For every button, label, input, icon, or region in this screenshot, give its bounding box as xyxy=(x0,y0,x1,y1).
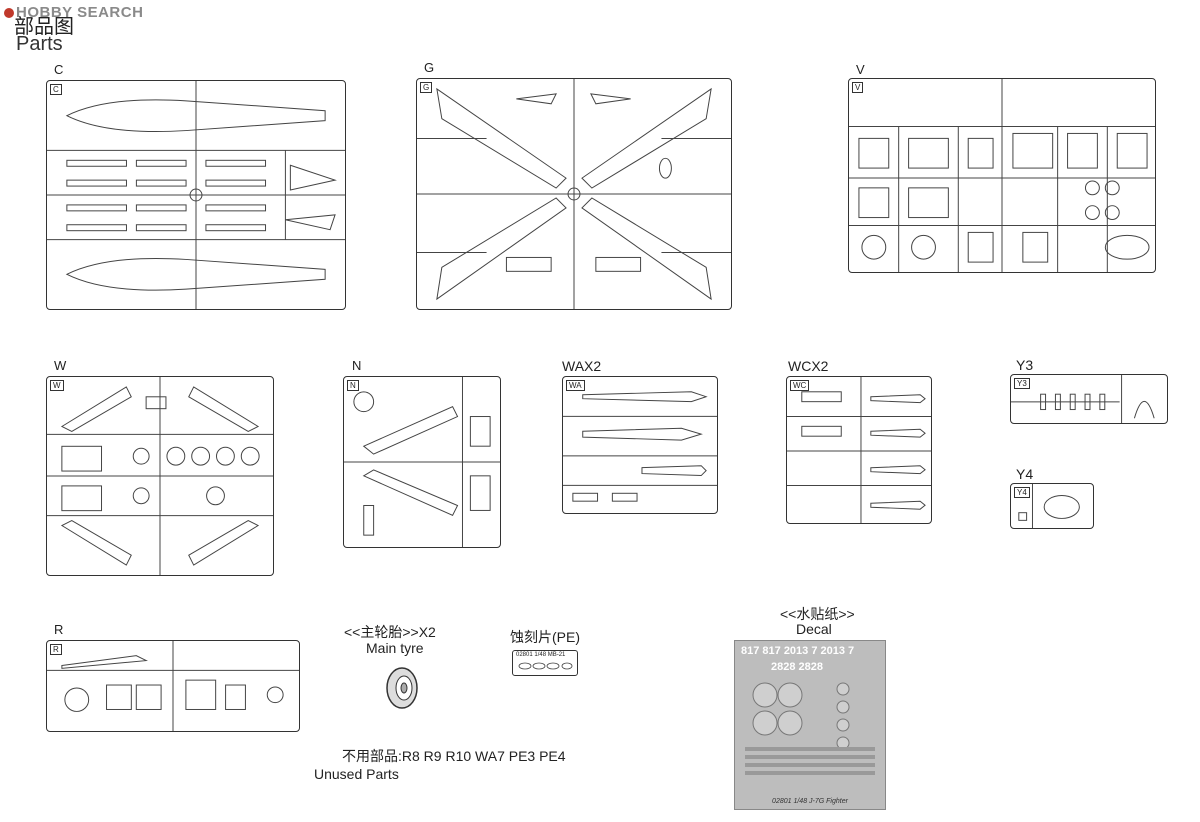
sprue-y3: Y3 xyxy=(1010,374,1168,424)
sprue-v-tag: V xyxy=(852,82,864,93)
unused-parts-en: Unused Parts xyxy=(314,766,399,782)
page-title-en: Parts xyxy=(16,33,63,55)
sprue-w-tag: W xyxy=(50,380,64,391)
sprue-g-tag: G xyxy=(420,82,433,93)
sprue-wcx2: WC xyxy=(786,376,932,524)
sprue-y4: Y4 xyxy=(1010,483,1094,529)
decal-sheet: 817 817 2013 7 2013 7 2828 2828 02801 1/… xyxy=(734,640,886,810)
sprue-wax2: WA xyxy=(562,376,718,514)
sprue-c-label: C xyxy=(54,62,64,77)
sprue-r-tag: R xyxy=(50,644,62,655)
sprue-v-label: V xyxy=(856,62,865,77)
sprue-n-tag: N xyxy=(347,380,359,391)
decal-row-serials: 817 817 2013 7 2013 7 xyxy=(741,645,855,657)
sprue-y3-tag: Y3 xyxy=(1014,378,1030,389)
main-tyre-icon xyxy=(386,667,418,709)
main-tyre-label-cn: <<主轮胎>>X2 xyxy=(344,624,436,640)
sprue-r-drawing xyxy=(47,641,299,731)
sprue-y3-drawing xyxy=(1011,375,1155,423)
decal-caption: 02801 1/48 J-7G Fighter xyxy=(772,798,848,805)
unused-parts-cn: 不用部品:R8 R9 R10 WA7 PE3 PE4 xyxy=(342,748,566,764)
sprue-wax2-tag: WA xyxy=(566,380,585,391)
sprue-c-drawing xyxy=(47,81,345,309)
main-tyre-label-en: Main tyre xyxy=(366,640,424,656)
sprue-n-label: N xyxy=(352,358,362,373)
sprue-w-drawing xyxy=(47,377,273,575)
sprue-wax2-drawing xyxy=(563,391,717,502)
sprue-v-drawing xyxy=(849,79,1155,272)
sprue-g-label: G xyxy=(424,60,435,75)
sprue-wcx2-label: WCX2 xyxy=(788,358,829,374)
photo-etch-parts-icon xyxy=(518,662,573,670)
sprue-r-label: R xyxy=(54,622,64,637)
sprue-g-drawing xyxy=(417,79,731,309)
sprue-y4-tag: Y4 xyxy=(1014,487,1030,498)
sprue-wcx2-tag: WC xyxy=(790,380,810,391)
hobby-search-watermark: HOBBY SEARCH xyxy=(4,4,143,21)
sprue-y4-drawing xyxy=(1018,484,1080,528)
sprue-n-drawing xyxy=(344,377,500,547)
decal-insignia-icon xyxy=(745,682,875,775)
sprue-c: C xyxy=(46,80,346,310)
sprue-wcx2-drawing xyxy=(787,377,931,523)
sprue-c-tag: C xyxy=(50,84,62,95)
sprue-y3-label: Y3 xyxy=(1016,357,1034,373)
hobby-search-logo-icon xyxy=(4,8,14,18)
decal-row-numbers: 2828 2828 xyxy=(771,661,823,673)
photo-etch-label: 蚀刻片(PE) xyxy=(510,629,580,645)
page-title-cn: 部品图 xyxy=(14,14,74,38)
decal-label-en: Decal xyxy=(796,621,832,637)
sprue-w: W xyxy=(46,376,274,576)
photo-etch-fret: 02801 1/48 MB-21 xyxy=(512,650,578,676)
sprue-w-label: W xyxy=(54,358,67,373)
sprue-v: V xyxy=(848,78,1156,273)
photo-etch-code: 02801 1/48 MB-21 xyxy=(516,652,566,658)
sprue-r: R xyxy=(46,640,300,732)
sprue-wax2-label: WAX2 xyxy=(562,358,602,374)
sprue-g: G xyxy=(416,78,732,310)
decal-label-cn: <<水贴纸>> xyxy=(780,606,855,622)
sprue-y4-label: Y4 xyxy=(1016,466,1034,482)
sprue-n: N xyxy=(343,376,501,548)
